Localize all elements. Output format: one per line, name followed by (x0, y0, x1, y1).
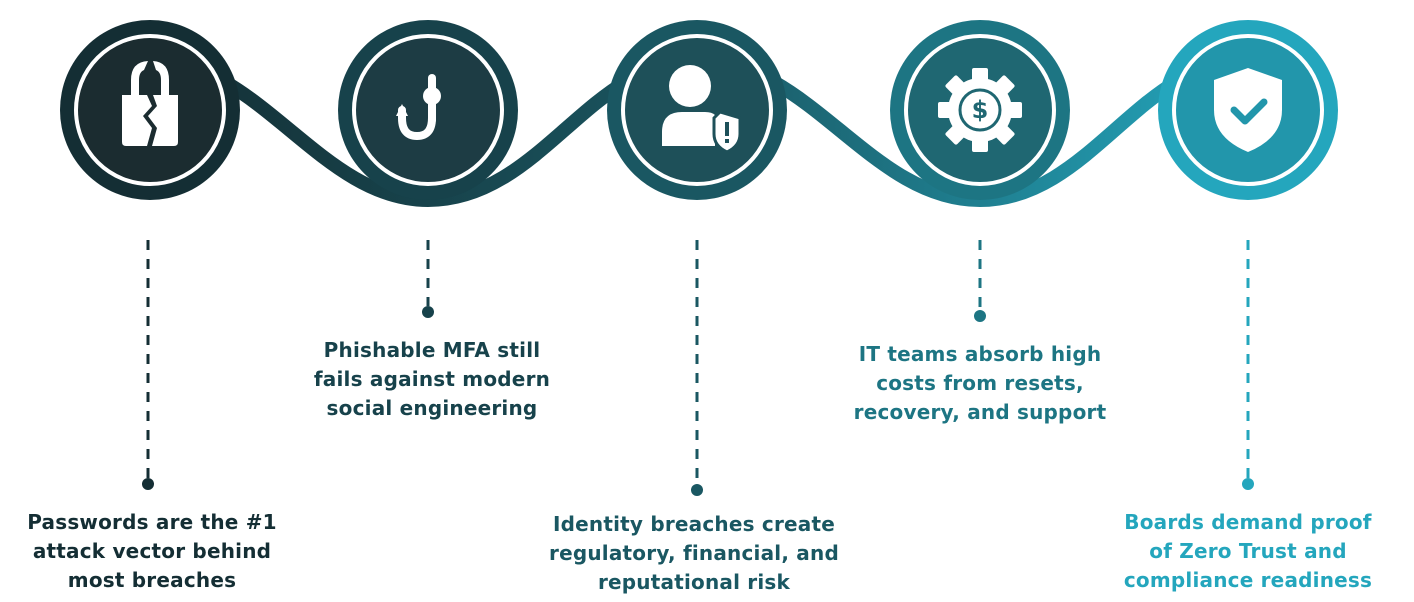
step-5-label: Boards demand proof of Zero Trust and co… (1088, 508, 1408, 595)
step-5-node (1158, 20, 1338, 200)
step-2-label-line-2: fails against modern (313, 367, 551, 391)
step-4-label-line-2: costs from resets, (876, 371, 1084, 395)
step-3-connector (691, 240, 703, 496)
step-2-label: Phishable MFA still fails against modern… (272, 336, 592, 423)
step-3-label-line-2: regulatory, financial, and (549, 541, 839, 565)
step-4-label-line-1: IT teams absorb high (858, 342, 1102, 366)
step-1-label-line-1: Passwords are the #1 (27, 510, 277, 534)
step-2-node (338, 20, 518, 200)
step-4-node: $ (890, 20, 1070, 200)
step-1-node (60, 20, 240, 200)
broken-lock-icon (122, 61, 178, 146)
step-3-label-line-3: reputational risk (597, 570, 791, 594)
step-5-connector (1242, 240, 1254, 490)
step-3-node (607, 20, 787, 200)
step-2-label-line-3: social engineering (326, 396, 538, 420)
step-1-label: Passwords are the #1 attack vector behin… (0, 508, 312, 595)
step-5-label-line-1: Boards demand proof (1124, 510, 1372, 534)
step-5-label-line-2: of Zero Trust and (1149, 539, 1347, 563)
step-4-label-line-3: recovery, and support (853, 400, 1107, 424)
step-2-connector (422, 240, 434, 318)
step-1-label-line-3: most breaches (67, 568, 237, 592)
step-5-label-line-3: compliance readiness (1123, 568, 1373, 592)
step-3-label: Identity breaches create regulatory, fin… (534, 510, 854, 597)
step-1-label-line-2: attack vector behind (32, 539, 272, 563)
step-1-connector (142, 240, 154, 490)
step-2-label-line-1: Phishable MFA still (323, 338, 541, 362)
step-3-label-line-1: Identity breaches create (552, 512, 835, 536)
svg-text:$: $ (972, 96, 989, 124)
fish-hook-icon (396, 74, 441, 141)
shield-check-icon (1214, 68, 1282, 152)
gear-dollar-icon: $ (938, 68, 1022, 152)
step-4-label: IT teams absorb high costs from resets, … (820, 340, 1140, 427)
user-shield-alert-icon (662, 65, 742, 154)
step-4-connector (974, 240, 986, 322)
